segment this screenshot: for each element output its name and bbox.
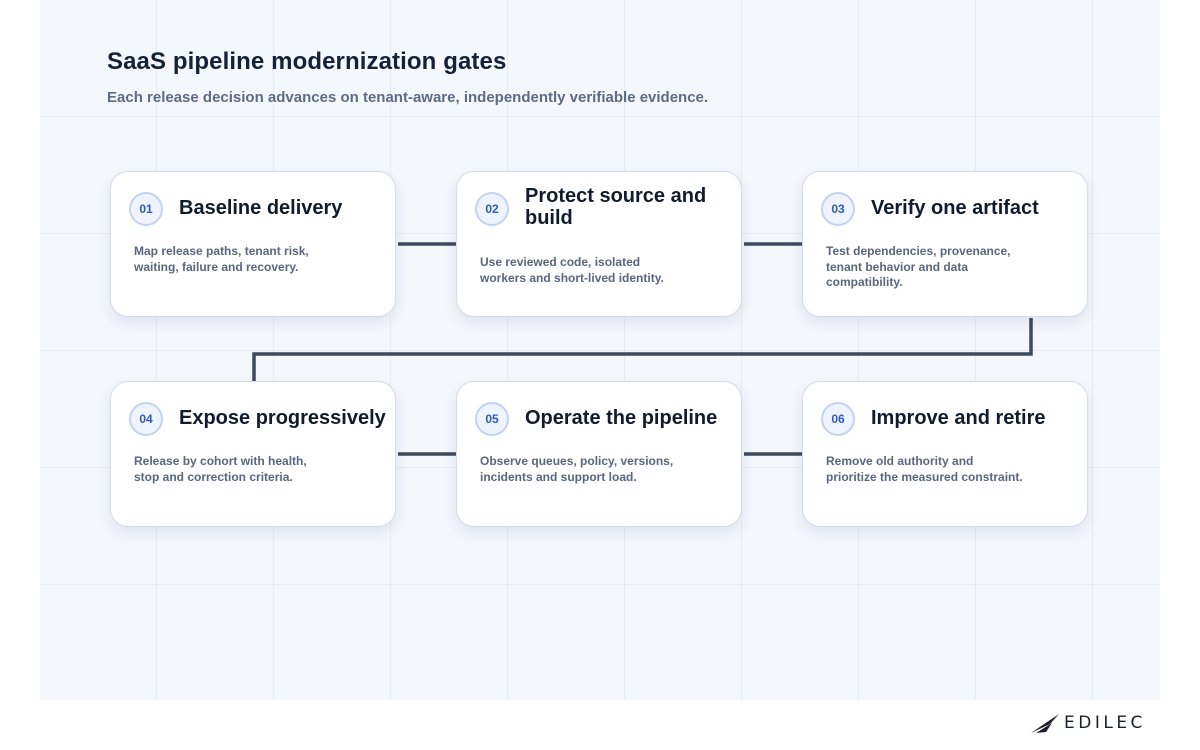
gate-number-badge: 06 (821, 402, 855, 436)
gate-card-05: 05 Operate the pipeline Observe queues, … (456, 381, 742, 527)
gate-title: Expose progressively (179, 407, 386, 429)
brand-logo-text: EDILEC (1064, 713, 1146, 733)
gate-title: Operate the pipeline (525, 407, 718, 429)
gate-title: Improve and retire (871, 407, 1046, 429)
diagram-background (40, 0, 1160, 700)
gate-description: Test dependencies, provenance, tenant be… (826, 244, 1011, 289)
gate-description: Observe queues, policy, versions, incide… (480, 454, 674, 484)
gate-number-badge: 04 (129, 402, 163, 436)
gate-description: Map release paths, tenant risk, waiting,… (134, 244, 309, 274)
gate-title: Verify one artifact (871, 197, 1039, 219)
page-subtitle: Each release decision advances on tenant… (107, 89, 709, 106)
gate-number-badge: 05 (475, 402, 509, 436)
gate-number-badge: 03 (821, 192, 855, 226)
gate-number-badge: 02 (475, 192, 509, 226)
page-title: SaaS pipeline modernization gates (107, 48, 507, 75)
gate-card-02: 02 Protect source and build Use reviewed… (456, 171, 742, 317)
gate-card-03: 03 Verify one artifact Test dependencies… (802, 171, 1088, 317)
edilec-arrow-logo-icon (1031, 714, 1059, 733)
gate-description: Use reviewed code, isolated workers and … (480, 255, 664, 285)
gate-description: Release by cohort with health, stop and … (134, 454, 307, 484)
gate-number-badge: 01 (129, 192, 163, 226)
connector-03-04 (252, 318, 1033, 381)
gate-card-06: 06 Improve and retire Remove old authori… (802, 381, 1088, 527)
gate-description: Remove old authority and prioritize the … (826, 454, 1023, 484)
gate-title: Protect source and build (525, 185, 707, 229)
gate-title: Baseline delivery (179, 197, 343, 219)
gate-card-01: 01 Baseline delivery Map release paths, … (110, 171, 396, 317)
gate-card-04: 04 Expose progressively Release by cohor… (110, 381, 396, 527)
brand-logo: EDILEC (1030, 710, 1146, 736)
